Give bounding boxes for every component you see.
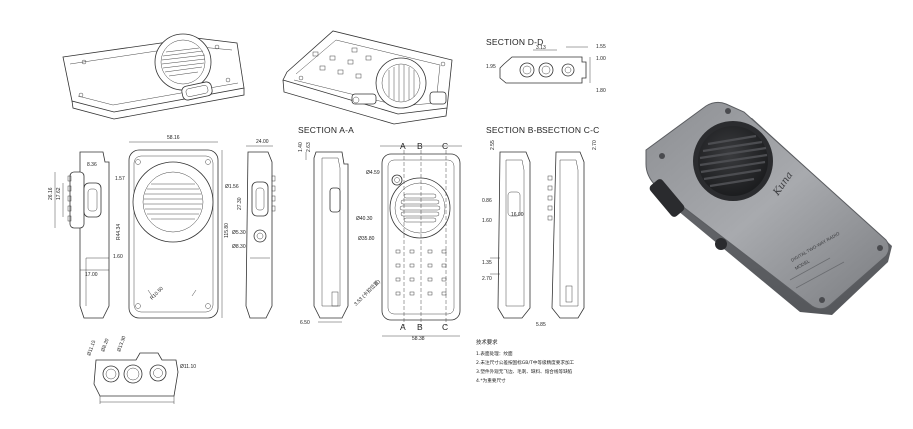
cut-letter-c-top: C [442,141,448,151]
dim-1-60: 1.60 [113,254,123,260]
dim-d-top2: 1.55 [596,44,606,50]
product-photo: DIGITAL TWO-WAY RADIO MODEL Kuna [645,101,892,315]
dim-r44: R44.34 [116,224,122,240]
section-d-d-title: SECTION D-D [486,37,543,47]
dim-26-16: 26.16 [48,187,54,200]
tech-notes-title: 技术要求 [476,338,498,346]
dim-bottom-58: 58.38 [412,336,425,342]
dim-d-side2: 1.80 [596,88,606,94]
dim-r1: Ø1.56 [225,184,239,190]
section-a-a: SECTION A-A 1.40 2.63 6.50 [298,125,354,326]
dim-a-6-50: 6.50 [300,320,310,326]
dim-a-1-40: 1.40 [298,142,304,152]
dim-a-10-30: Ø40.30 [356,216,373,222]
dim-a-2-63: 2.63 [306,142,312,152]
section-a-a-title: SECTION A-A [298,125,354,135]
front-inner-view: A B C A B C 58.38 Ø4.59 Ø40.30 Ø35.80 3.… [352,141,462,342]
cut-letter-b-bottom: B [417,322,423,332]
dim-a-note: 3.53 (卡扣位置) [352,278,382,308]
section-d-d: SECTION D-D 3.13 1.55 1.95 1.80 1.00 [486,37,606,94]
dim-115: 115.80 [224,223,230,238]
dim-d-top1: 3.13 [536,45,546,51]
cut-letter-a-top: A [400,141,406,151]
cut-letter-a-bottom: A [400,322,406,332]
dim-1-57: 1.57 [115,176,125,182]
dim-a-35-80: Ø35.80 [358,236,375,242]
dim-d-side3: 1.00 [596,56,606,62]
dim-b-2-70b: 2.70 [482,276,492,282]
dim-a-4-59: Ø4.59 [366,170,380,176]
section-c-c-title: SECTION C-C [542,125,599,135]
dim-d-side1: 1.95 [486,64,496,70]
dim-b-5-85: 5.85 [536,322,546,328]
technical-requirements: 技术要求 1.表面处理：纹面 2.未注尺寸公差按国标GB/T中等级精度要求加工 … [476,338,575,384]
iso-view-inner-housing [282,30,453,125]
dim-port-c: Ø13.30 [116,335,127,353]
left-side-view: 8.36 1.57 26.16 17.62 17.00 1.60 [48,151,125,319]
dim-27-30: 27.30 [237,197,243,210]
tech-note-1: 1.表面处理：纹面 [476,350,513,357]
dim-port-b: Ø8.20 [100,338,110,353]
cut-letter-b-top: B [417,141,423,151]
dim-b-2-70: 2.70 [592,140,598,150]
dim-side-depth: 24.00 [256,139,269,145]
tech-note-3: 3.塑件外观无飞边、毛刺、缺料、熔合线等缺陷 [476,368,573,375]
dim-r8: Ø8.30 [232,244,246,250]
dim-b-1-35: 1.35 [482,260,492,266]
dim-b-0-86: 0.86 [482,198,492,204]
right-side-view: 24.00 27.30 Ø5.30 Ø8.30 [232,139,276,319]
dim-b-16-00: 16.00 [511,212,524,218]
dim-8-36: 8.36 [87,162,97,168]
dim-port-a: Ø11.15 [86,339,97,356]
dim-b-1-60: 1.60 [482,218,492,224]
front-view: 58.16 115.80 R44.34 Ø1.56 R10.50 [116,135,239,319]
dim-r5: Ø5.30 [232,230,246,236]
section-b-b-c-c: SECTION B-B SECTION C-C 2.55 2.70 0.86 1… [482,125,599,328]
cut-letter-c-bottom: C [442,322,448,332]
dim-port-d: Ø11.10 [180,364,196,370]
dim-b-2-55: 2.55 [490,140,496,150]
tech-note-4: 4.*为重要尺寸 [476,377,506,384]
dim-front-width: 58.16 [167,135,180,141]
section-b-b-title: SECTION B-B [486,125,543,135]
bottom-ports-view: Ø11.15 Ø8.20 Ø13.30 Ø11.10 [86,335,196,404]
dim-17-00: 17.00 [85,272,98,278]
dim-17-62: 17.62 [56,187,62,200]
iso-view-front-housing [62,33,245,120]
tech-note-2: 2.未注尺寸公差按国标GB/T中等级精度要求加工 [476,359,575,366]
